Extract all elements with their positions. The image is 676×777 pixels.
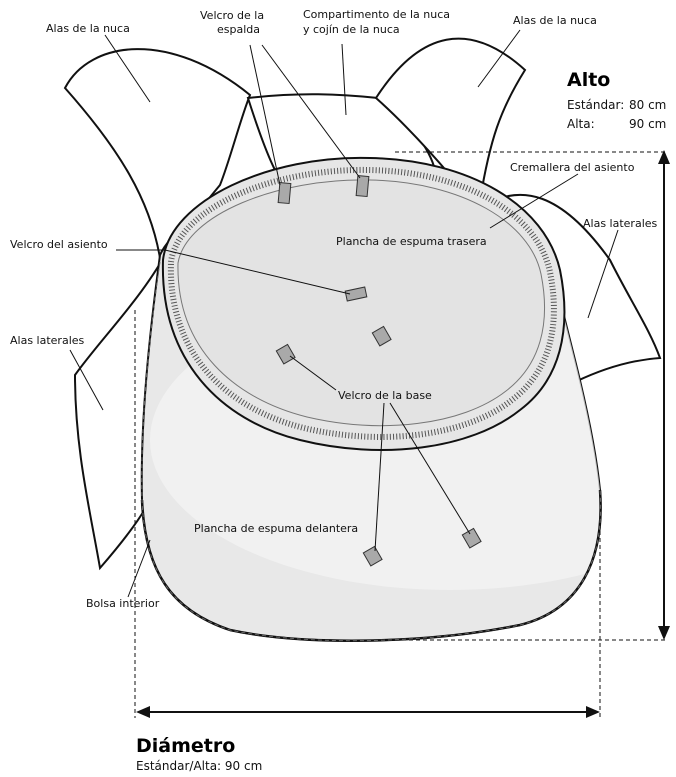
height-tall-name: Alta: <box>567 117 595 131</box>
seat-zipper-track <box>167 166 557 440</box>
label-rear-foam: Plancha de espuma trasera <box>336 235 487 248</box>
leader-side-right <box>587 229 619 319</box>
label-neck-wings-right: Alas de la nuca <box>513 14 597 27</box>
height-standard-name: Estándar: <box>567 98 624 112</box>
label-neck-wings-left: Alas de la nuca <box>46 22 130 35</box>
neck-wing-left <box>63 48 252 261</box>
inner-bag-outline <box>141 261 602 642</box>
diameter-title: Diámetro <box>136 735 235 757</box>
height-title: Alto <box>567 69 610 91</box>
label-neck-compartment-line2: y cojín de la nuca <box>303 23 400 36</box>
label-base-velcro: Velcro de la base <box>338 389 432 402</box>
label-inner-bag: Bolsa interior <box>86 597 160 610</box>
leader-neck-right <box>477 29 521 88</box>
neck-wing-right <box>374 37 527 202</box>
height-standard-value: 80 cm <box>629 98 666 112</box>
leader-neck-left <box>104 34 151 103</box>
front-velcro-left <box>362 545 383 567</box>
base-velcro-right <box>371 325 392 347</box>
base-velcro-left <box>275 343 296 365</box>
label-back-velcro-line2: espalda <box>217 23 260 36</box>
back-velcro-left <box>277 182 292 205</box>
leader-seat-zipper <box>489 173 579 229</box>
leader-seat-velcro <box>116 249 351 295</box>
leader-base-velcro-b <box>374 402 385 552</box>
label-back-velcro-line1: Velcro de la <box>200 9 264 22</box>
leader-side-left <box>69 349 104 411</box>
label-side-wings-left: Alas laterales <box>10 334 85 347</box>
label-seat-zipper: Cremallera del asiento <box>510 161 635 174</box>
leader-neck-compartment <box>341 43 347 116</box>
back-velcro-right <box>355 175 370 198</box>
diameter-spec: Estándar/Alta: 90 cm <box>136 759 262 773</box>
label-neck-compartment-line1: Compartimento de la nuca <box>303 8 450 21</box>
leader-back-velcro-2 <box>261 44 361 179</box>
leader-base-velcro-a <box>289 355 337 391</box>
leader-inner-bag <box>127 539 151 598</box>
seat-velcro-patch <box>344 286 368 302</box>
label-front-foam: Plancha de espuma delantera <box>194 522 358 535</box>
label-side-wings-right: Alas laterales <box>583 217 658 230</box>
height-arrow <box>658 150 670 640</box>
leader-back-velcro-1 <box>249 44 281 186</box>
leader-base-velcro-c <box>389 402 471 535</box>
diameter-arrow <box>136 706 600 718</box>
label-seat-velcro: Velcro del asiento <box>10 238 108 251</box>
seat-inner-surface <box>177 179 546 427</box>
front-velcro-right <box>461 527 482 549</box>
height-tall-value: 90 cm <box>629 117 666 131</box>
